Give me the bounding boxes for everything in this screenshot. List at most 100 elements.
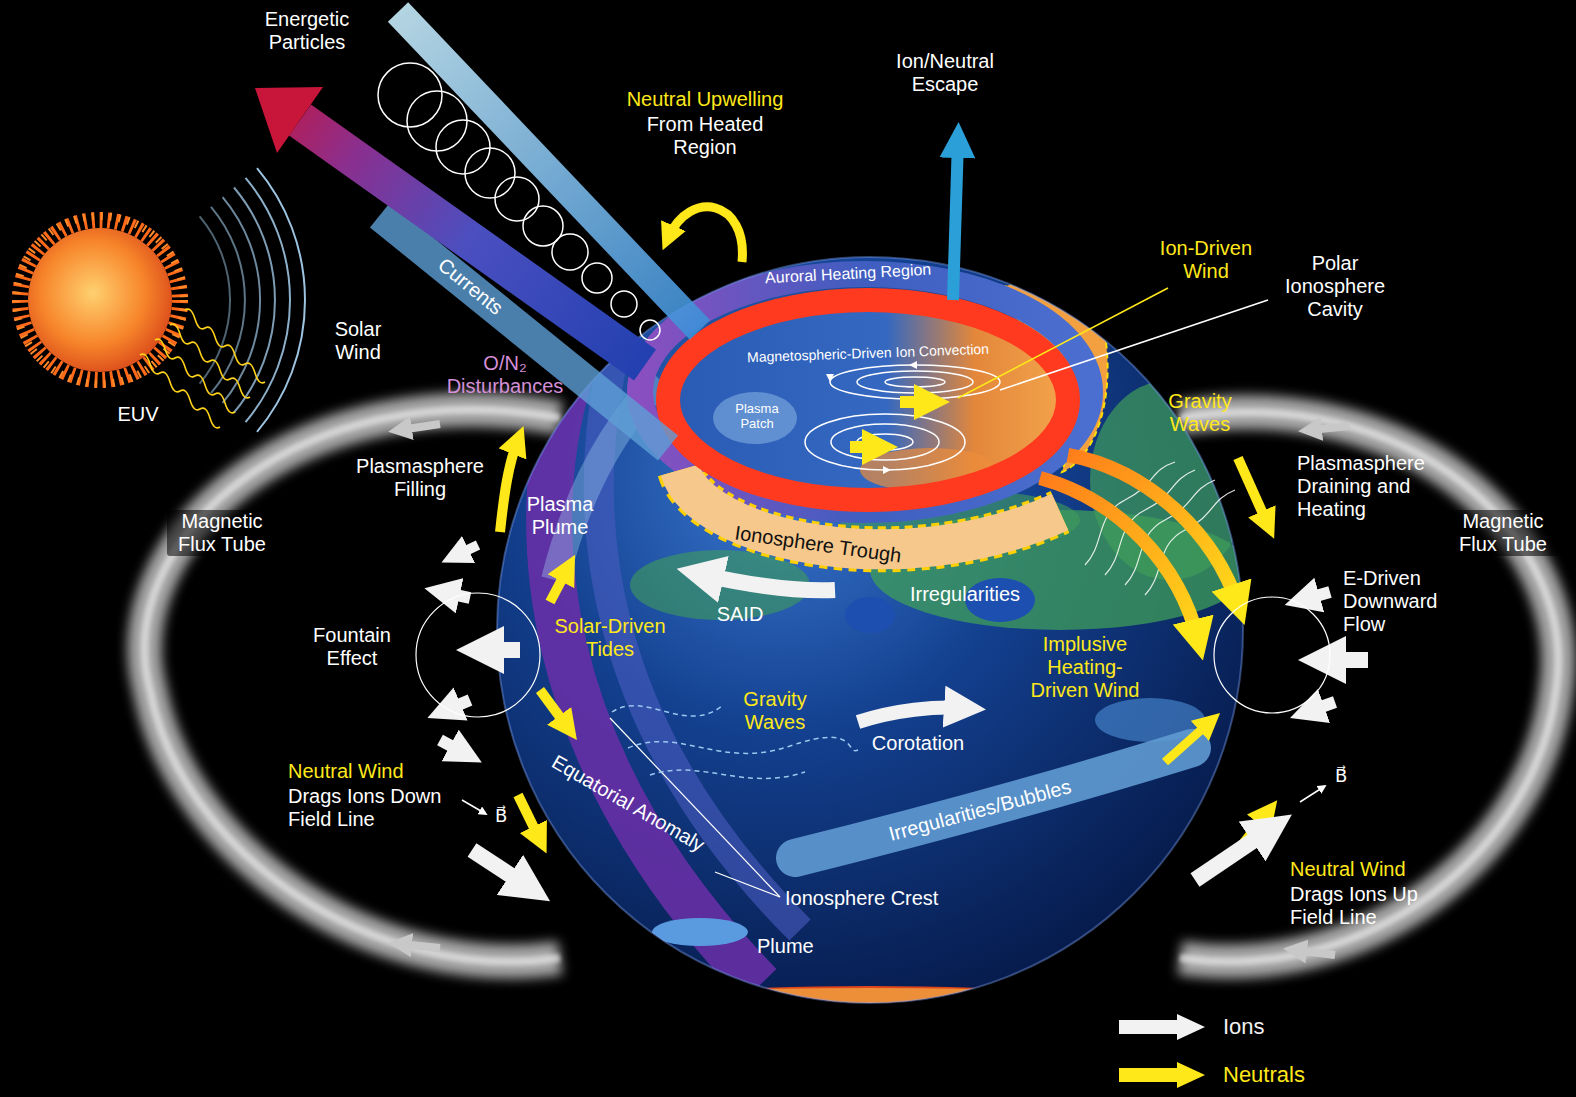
neutral-arrow: [500, 440, 518, 532]
legend-item: Neutrals: [1115, 1060, 1305, 1090]
fountain-loop: [416, 593, 540, 717]
tube-flow-arrows: [400, 424, 1350, 955]
field-vector: [1300, 786, 1325, 802]
legend-item: Ions: [1115, 1012, 1265, 1042]
trough-label: Ionosphere Trough: [733, 521, 902, 567]
downward-flow-loop: [1214, 597, 1330, 713]
ion-arrow: [858, 708, 965, 722]
density-hole: [845, 597, 895, 633]
neutral-arrow: [550, 568, 568, 602]
convection-loop: [857, 371, 973, 393]
southern-aurora: [630, 988, 1110, 1008]
convection-arrow: [883, 466, 891, 474]
ion-arrow: [480, 642, 520, 658]
legend-arrow-head: [1177, 1062, 1205, 1088]
helix-loop: [436, 120, 490, 174]
solar-wind-arc: [211, 207, 245, 393]
drag-label: Drags Ions Up Field Line: [1290, 883, 1440, 929]
patch-label: Plasma Patch: [727, 402, 787, 432]
upwelling-arrow: [668, 207, 742, 262]
legend-arrow-head: [1177, 1014, 1205, 1040]
tube-flow-arrow: [1310, 426, 1350, 430]
particle-helix: [378, 63, 660, 340]
field-vector-label: B⃗: [1335, 766, 1347, 787]
plasmasphere-label: Plasmasphere Draining and Heating: [1297, 452, 1447, 521]
tube-flow-arrow: [1295, 950, 1335, 955]
irregularity-region: [1090, 380, 1250, 580]
irregularity-label: Irregularities: [910, 583, 1020, 606]
sun-disk: [28, 228, 172, 372]
wind-label: Implusive Heating-Driven Wind: [1023, 633, 1148, 702]
leader-line: [958, 288, 1168, 398]
convection-label: Magnetospheric-Driven Ion Convection: [747, 341, 989, 366]
convection-loop: [885, 377, 945, 387]
gravity-waves: [612, 706, 858, 779]
crest-label: Ionosphere Crest: [785, 887, 938, 910]
flux-tube-left: [145, 410, 560, 962]
helix-loop: [378, 63, 442, 127]
current-arrow: [300, 120, 645, 365]
escape-arrow: [953, 140, 958, 300]
neutral-arrow: [540, 690, 568, 728]
plume-label: Plasma Plume: [515, 493, 605, 539]
helix-loop: [465, 148, 515, 198]
sun-corona: [16, 216, 184, 384]
field-vector-label: B⃗: [495, 806, 507, 827]
anomaly-label: Equatorial Anomaly: [548, 750, 709, 856]
process-label: From Heated Region: [630, 113, 780, 159]
ion-driven-wind-arrow: [850, 441, 880, 453]
helix-loop: [582, 263, 612, 293]
euv-rays: [140, 309, 265, 428]
solar-wind-arc: [246, 178, 291, 422]
solar-wind-arc: [257, 168, 305, 432]
flow-label: E-Driven Downward Flow: [1343, 567, 1463, 636]
convection-arrow: [826, 374, 834, 382]
cavity-label: Polar Ionosphere Cavity: [1270, 252, 1400, 321]
leader-line: [1000, 300, 1268, 390]
sun: [16, 216, 184, 384]
ion-arrow: [1302, 592, 1330, 600]
wave-label: Gravity Waves: [730, 688, 820, 734]
flux-tube-label: Magnetic Flux Tube: [1448, 510, 1558, 556]
neutral-arrows: [500, 440, 1268, 858]
globe-rim: [497, 257, 1243, 1003]
helix-loop: [640, 320, 660, 340]
convection-loop: [805, 414, 965, 470]
legend-arrow: [1115, 1012, 1211, 1042]
leader-line: [715, 872, 780, 897]
ion-arrow: [1307, 702, 1335, 712]
ion-arrows: [440, 545, 1368, 888]
flux-tube-left-core: [145, 410, 560, 962]
legend-text: Ions: [1223, 1014, 1265, 1040]
neutral-wind-label: Neutral Wind: [1290, 858, 1406, 881]
solar-wind-arc: [200, 216, 230, 383]
legend-arrow-shaft: [1119, 1068, 1179, 1082]
gravity-wave: [628, 737, 858, 753]
ion-arrow: [700, 574, 835, 590]
plasmasphere-label: Plasmasphere Filling: [350, 455, 490, 501]
solar-wind-arcs: [200, 168, 305, 432]
fountain-label: Fountain Effect: [302, 624, 402, 670]
convection-loop: [831, 424, 939, 460]
field-vector: [462, 800, 486, 814]
ion-arrow: [440, 740, 466, 754]
convection-cells: [805, 365, 1000, 470]
neutral-wind-label: Neutral Wind: [288, 760, 404, 783]
solar-wind-arc: [234, 188, 275, 413]
plume-label: Plume: [757, 935, 814, 958]
gravity-wave: [612, 706, 722, 716]
tube-flow-arrow: [400, 944, 440, 948]
escape-label: Ion/Neutral Escape: [883, 50, 1008, 96]
tide-label: Solar-Driven Tides: [543, 615, 678, 661]
legend-arrow-shaft: [1119, 1020, 1179, 1034]
wind-label: Ion-Driven Wind: [1146, 237, 1266, 283]
ion-arrow: [455, 545, 478, 556]
euv-label: EUV: [117, 403, 158, 426]
sun-corona: [20, 220, 180, 380]
helix-loop: [552, 234, 588, 270]
gravity-wave: [650, 770, 805, 778]
legend-text: Neutrals: [1223, 1062, 1305, 1088]
auroral-oval: [668, 300, 1068, 500]
flux-tube-label: Magnetic Flux Tube: [167, 510, 277, 556]
